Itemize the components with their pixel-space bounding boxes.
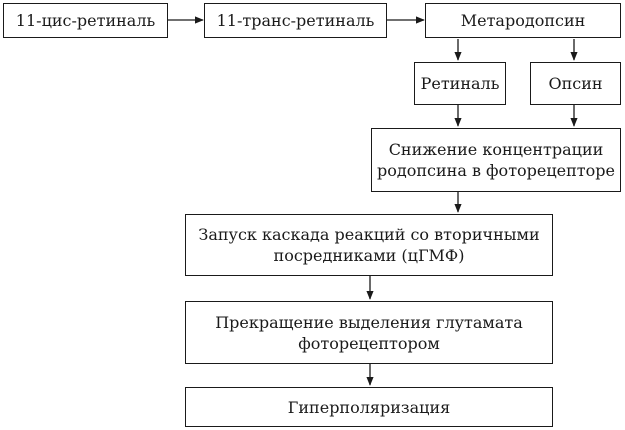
node-label-line-1: Снижение концентрации (388, 140, 604, 159)
node-retinal: Ретиналь (414, 62, 506, 105)
node-metarhodopsin: Метародопсин (425, 3, 621, 38)
node-label-line-1: Запуск каскада реакций со вторичными (198, 225, 540, 244)
node-label: Метародопсин (460, 11, 586, 30)
node-label: Опсин (548, 74, 603, 93)
node-11-trans-retinal: 11-транс-ретиналь (204, 3, 387, 38)
node-hyperpolarization: Гиперполяризация (185, 387, 553, 427)
node-11-cis-retinal: 11-цис-ретиналь (3, 3, 168, 38)
node-glutamate-stop: Прекращение выделения глутамата фотореце… (185, 301, 553, 364)
node-label-line-2: фоторецептором (298, 333, 440, 353)
node-label-line-2: родопсина в фоторецепторе (377, 161, 615, 180)
node-label-line-1: Прекращение выделения глутамата (215, 312, 523, 332)
node-label: 11-цис-ретиналь (15, 11, 156, 30)
node-label: 11-транс-ретиналь (216, 11, 375, 30)
node-cascade-launch: Запуск каскада реакций со вторичными пос… (185, 214, 553, 276)
node-opsin: Опсин (530, 62, 621, 105)
node-label-line-2: посредниками (цГМФ) (273, 246, 465, 265)
node-rhodopsin-decrease: Снижение концентрации родопсина в фоторе… (371, 128, 621, 192)
node-label: Гиперполяризация (287, 397, 451, 417)
node-label: Ретиналь (420, 74, 500, 93)
